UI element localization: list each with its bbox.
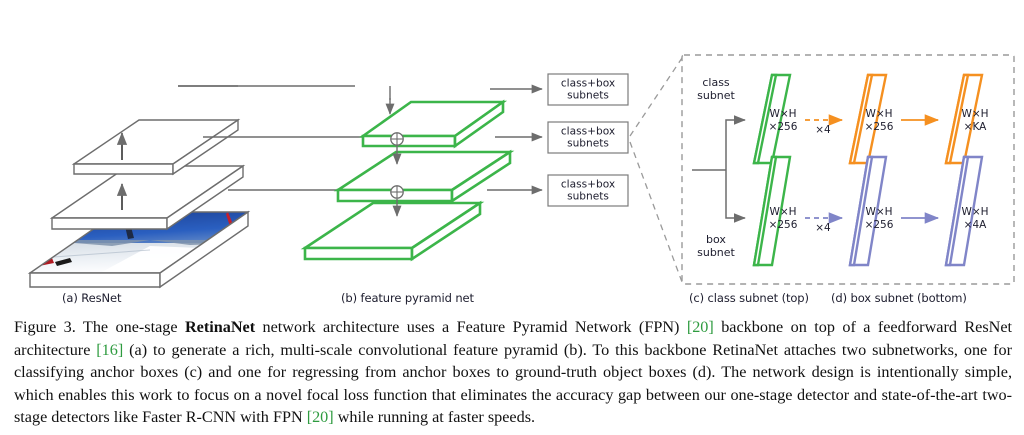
panel-caption-d: (d) box subnet (bottom) bbox=[831, 291, 967, 305]
subnet-box-2-line1: class+box bbox=[561, 126, 615, 138]
class-repeat-label: ×4 bbox=[815, 124, 831, 136]
plane-box-conv-purple-line1: W×H bbox=[865, 206, 892, 218]
caption-bold-term: RetinaNet bbox=[184, 318, 256, 336]
plane-class-output-orange: W×H ×KA bbox=[944, 73, 989, 165]
subnet-box-1[interactable]: class+box subnets bbox=[547, 73, 629, 106]
plane-class-conv-orange-line1: W×H bbox=[865, 108, 892, 120]
feature-pyramid-net bbox=[300, 86, 515, 262]
panel-caption-a: (a) ResNet bbox=[62, 291, 122, 305]
box-repeat-label: ×4 bbox=[815, 222, 831, 234]
panel-caption-b: (b) feature pyramid net bbox=[341, 291, 474, 305]
caption-text-segment: backbone on top of a feedforward ResNet … bbox=[14, 318, 1012, 359]
plane-box-output-line2: ×4A bbox=[964, 219, 987, 231]
subnet-detail-panel: class subnet box subnet W×H ×256 ×4 W×H … bbox=[681, 54, 1015, 285]
plane-box-conv-green: W×H ×256 bbox=[752, 155, 798, 267]
architecture-diagram-svg: class+box subnets class+box subnets clas… bbox=[27, 54, 1015, 289]
caption-text-segment: (a) to generate a rich, multi-scale conv… bbox=[14, 340, 1012, 427]
figure-3-diagram: class+box subnets class+box subnets clas… bbox=[27, 54, 1015, 305]
subnet-boxes-group: class+box subnets class+box subnets clas… bbox=[487, 73, 629, 207]
caption-text-segment: while running at faster speeds. bbox=[333, 408, 536, 427]
class-subnet-label-line2: subnet bbox=[697, 89, 735, 102]
resnet-stack bbox=[27, 118, 251, 289]
box-subnet-label-line1: box bbox=[706, 233, 726, 246]
zoom-in-connectors bbox=[629, 57, 683, 283]
plane-box-conv-purple-line2: ×256 bbox=[865, 219, 894, 231]
plane-class-conv-green-line2: ×256 bbox=[769, 121, 798, 133]
resnet-layer-photo bbox=[27, 210, 251, 289]
plane-class-output-line2: ×KA bbox=[964, 121, 987, 133]
subnet-box-3-line1: class+box bbox=[561, 179, 615, 191]
plane-box-output-purple: W×H ×4A bbox=[944, 155, 989, 267]
resnet-layer-mid bbox=[49, 164, 246, 231]
caption-citation[interactable]: [20] bbox=[686, 318, 714, 336]
fpn-plane-top bbox=[358, 99, 508, 149]
subnet-input-router bbox=[692, 115, 746, 223]
subnet-box-2-line2: subnets bbox=[567, 138, 609, 150]
box-subnet-label-line2: subnet bbox=[697, 246, 735, 259]
caption-text-segment: network architecture uses a Feature Pyra… bbox=[255, 318, 687, 336]
plane-class-conv-green-line1: W×H bbox=[769, 108, 796, 120]
caption-citation[interactable]: [16] bbox=[96, 340, 124, 359]
caption-citation[interactable]: [20] bbox=[306, 408, 334, 427]
plane-box-output-line1: W×H bbox=[961, 206, 988, 218]
fpn-plane-middle bbox=[333, 149, 515, 204]
figure-caption: Figure 3. The one-stage RetinaNet networ… bbox=[14, 316, 1012, 429]
plane-box-conv-green-line1: W×H bbox=[769, 206, 796, 218]
fpn-plane-bottom bbox=[300, 200, 485, 262]
subnet-box-3[interactable]: class+box subnets bbox=[547, 174, 629, 207]
panel-caption-c: (c) class subnet (top) bbox=[689, 291, 809, 305]
class-subnet-label-line1: class bbox=[702, 76, 730, 89]
subnet-box-1-line2: subnets bbox=[567, 90, 609, 102]
plane-class-conv-orange: W×H ×256 bbox=[848, 73, 894, 165]
subnet-box-3-line2: subnets bbox=[567, 191, 609, 203]
subnet-box-1-line1: class+box bbox=[561, 78, 615, 90]
plane-class-output-line1: W×H bbox=[961, 108, 988, 120]
plane-box-conv-purple: W×H ×256 bbox=[848, 155, 894, 267]
subnet-box-2[interactable]: class+box subnets bbox=[547, 121, 629, 154]
plane-box-conv-green-line2: ×256 bbox=[769, 219, 798, 231]
fpn-topdown-path bbox=[385, 86, 404, 217]
plane-class-conv-orange-line2: ×256 bbox=[865, 121, 894, 133]
caption-text-segment: Figure 3. The one-stage bbox=[14, 318, 185, 336]
plane-class-conv-green: W×H ×256 bbox=[752, 73, 798, 165]
